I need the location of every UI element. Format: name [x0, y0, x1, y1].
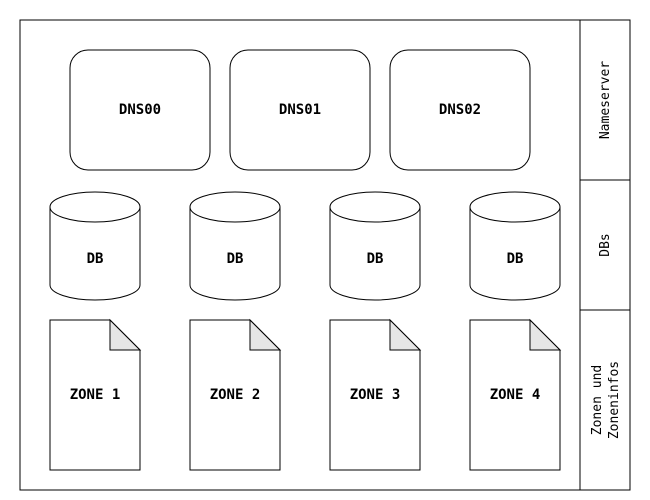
nameserver-node-0: DNS00: [69, 49, 211, 171]
database-cylinder-body: [329, 207, 421, 301]
lane-label-zones-line1: Zonen und: [590, 365, 605, 435]
nameserver-box: [389, 49, 531, 171]
lane-label-nameserver: Nameserver: [598, 61, 613, 139]
zone-document: [189, 319, 281, 471]
database-node-1: DB: [189, 191, 281, 301]
database-cylinder-body: [469, 207, 561, 301]
zone-node-3: ZONE 4: [469, 318, 562, 471]
nameserver-label: DNS02: [439, 102, 481, 118]
database-cylinder-body: [189, 207, 281, 301]
database-cylinder-top: [329, 191, 421, 223]
zone-label: ZONE 4: [490, 387, 541, 403]
database-label: DB: [367, 251, 384, 267]
database-label: DB: [227, 251, 244, 267]
zone-document-fold: [109, 318, 142, 351]
lane-label-dbs: DBs: [598, 233, 613, 256]
database-cylinder-top: [189, 191, 281, 223]
nameserver-box: [229, 49, 371, 171]
database-cylinder-body: [49, 207, 141, 301]
nameserver-box: [69, 49, 211, 171]
database-label: DB: [87, 251, 104, 267]
nameserver-label: DNS00: [119, 102, 161, 118]
database-node-0: DB: [49, 191, 141, 301]
zone-document: [49, 319, 141, 471]
database-node-2: DB: [329, 191, 421, 301]
database-label: DB: [507, 251, 524, 267]
lane-label-zones-line2: Zoneninfos: [607, 361, 622, 439]
zone-node-0: ZONE 1: [49, 318, 142, 471]
lane-label-zones: Zonen und Zoneninfos: [590, 361, 622, 439]
zone-node-2: ZONE 3: [329, 318, 422, 471]
database-node-3: DB: [469, 191, 561, 301]
zone-node-1: ZONE 2: [189, 318, 282, 471]
database-cylinder-top: [469, 191, 561, 223]
zone-label: ZONE 3: [350, 387, 401, 403]
zone-document-fold: [529, 318, 562, 351]
zone-document-fold: [389, 318, 422, 351]
nameserver-label: DNS01: [279, 102, 321, 118]
zone-document: [469, 319, 561, 471]
nameserver-node-2: DNS02: [389, 49, 531, 171]
database-cylinder-top: [49, 191, 141, 223]
nameserver-node-1: DNS01: [229, 49, 371, 171]
zone-label: ZONE 2: [210, 387, 261, 403]
zone-document: [329, 319, 421, 471]
zone-document-fold: [249, 318, 282, 351]
zone-label: ZONE 1: [70, 387, 121, 403]
